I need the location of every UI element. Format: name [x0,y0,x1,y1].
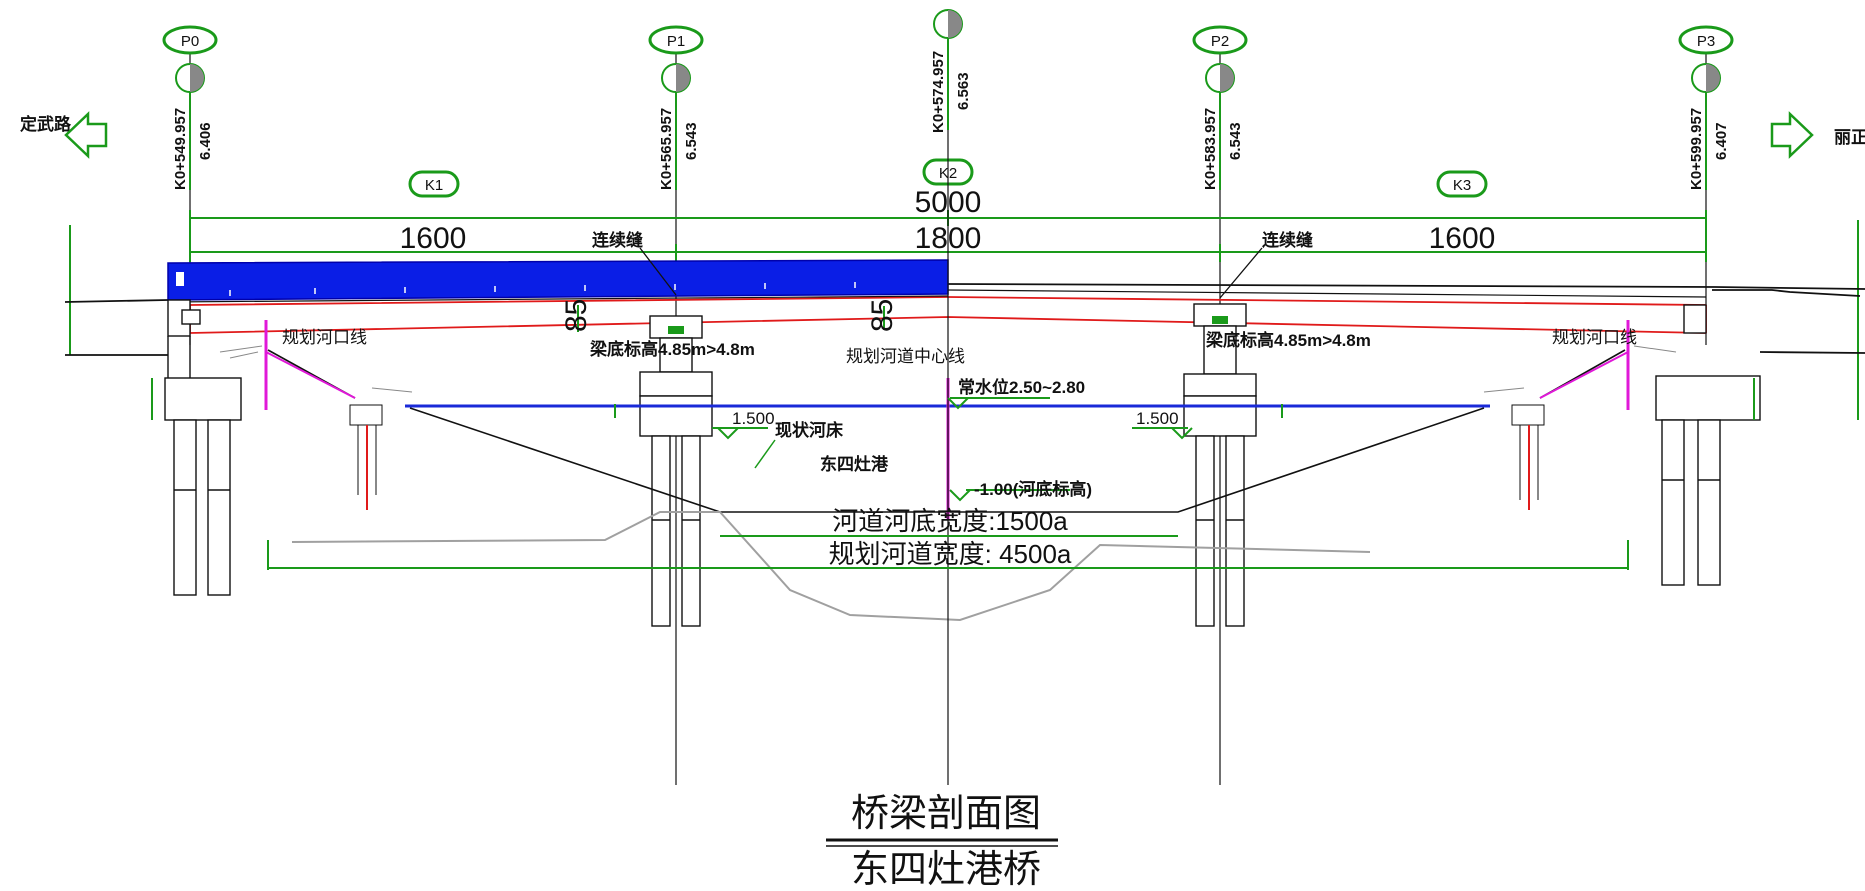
drawing-subtitle: 东四灶港桥 [851,849,1041,891]
center-station-elevation: 6.563 [955,72,972,110]
pier-p2 [1183,303,1257,627]
river-line-right-label: 规划河口线 [1552,328,1637,347]
joint-leaders [577,247,1263,332]
direction-right: 丽正 [1770,111,1865,159]
existing-bed-leader [754,439,776,469]
span-k3-length: 1600 [1429,222,1496,255]
beam-depth-left: 85 [560,299,593,332]
river-name-label: 东四灶港 [820,454,889,474]
arrow-right-icon [1770,111,1814,159]
direction-right-label: 丽正 [1834,128,1865,147]
bed-elevation-label: -1.00(河底标高) [974,479,1092,499]
slope-protection-left [219,345,413,510]
pier-p0-station: K0+549.957 [172,108,189,190]
pier-p1-station: K0+565.957 [658,108,675,190]
bridge-deck-left [167,259,949,301]
center-station-marker: K0+574.957 6.563 [930,9,972,133]
joint-left-label: 连续缝 [592,230,643,250]
road-surface [64,283,1865,356]
beam-bottom-left: 梁底标高4.85m>4.8m [589,339,755,359]
span-k1-length: 1600 [400,222,467,255]
pier-p3-marker: P3 K0+599.957 6.407 [1678,25,1734,190]
pier-p1-elevation: 6.543 [683,122,700,160]
pier-p0-elevation: 6.406 [197,122,214,160]
arrow-left-icon [64,111,108,159]
pier-p2-elevation: 6.543 [1227,122,1244,160]
abutment-left [164,299,242,596]
direction-left-label: 定武路 [20,114,72,134]
river-line-left-label: 规划河口线 [282,328,367,347]
planned-width-label: 规划河道宽度: 4500a [829,539,1072,569]
bed-width-label: 河道河底宽度:1500a [832,506,1068,536]
beam-bottom-right: 梁底标高4.85m>4.8m [1205,330,1371,350]
drawing-title: 桥梁剖面图 [851,793,1041,835]
side-markers [69,220,1859,420]
pier-p3-station: K0+599.957 [1688,108,1705,190]
pier-p1-marker: P1 K0+565.957 6.543 [648,25,704,190]
pier-p1 [639,315,713,627]
joint-right-label: 连续缝 [1262,230,1313,250]
slope-markers [712,397,1193,502]
span-k3-label: K3 [1453,177,1471,194]
pier-p2-bearing [1212,316,1228,324]
pier-p0-marker: P0 K0+549.957 6.406 [162,25,218,190]
river-center-label: 规划河道中心线 [846,347,965,366]
direction-left: 定武路 [20,111,108,159]
abutment-right [1655,304,1761,586]
pier-p2-label: P2 [1211,33,1229,50]
center-station-text: K0+574.957 [930,51,947,133]
pier-p0-label: P0 [181,33,199,50]
pier-p2-station: K0+583.957 [1202,108,1219,190]
slope-protection-right [1483,345,1677,510]
water-level-label: 常水位2.50~2.80 [958,377,1085,397]
slope-right-label: 1.500 [1136,409,1179,428]
beam-black-lines [167,289,1707,303]
pier-p2-marker: P2 K0+583.957 6.543 [1192,25,1248,190]
bottom-dimensions [267,535,1629,570]
existing-bed-label: 现状河床 [775,420,844,440]
pier-p1-bearing [668,326,684,334]
beam-depth-right: 85 [866,299,899,332]
span-k1-label: K1 [425,177,443,194]
pier-p3-elevation: 6.407 [1713,122,1730,160]
slope-left-label: 1.500 [732,409,775,428]
pier-p3-label: P3 [1697,33,1715,50]
pier-p1-label: P1 [667,33,685,50]
